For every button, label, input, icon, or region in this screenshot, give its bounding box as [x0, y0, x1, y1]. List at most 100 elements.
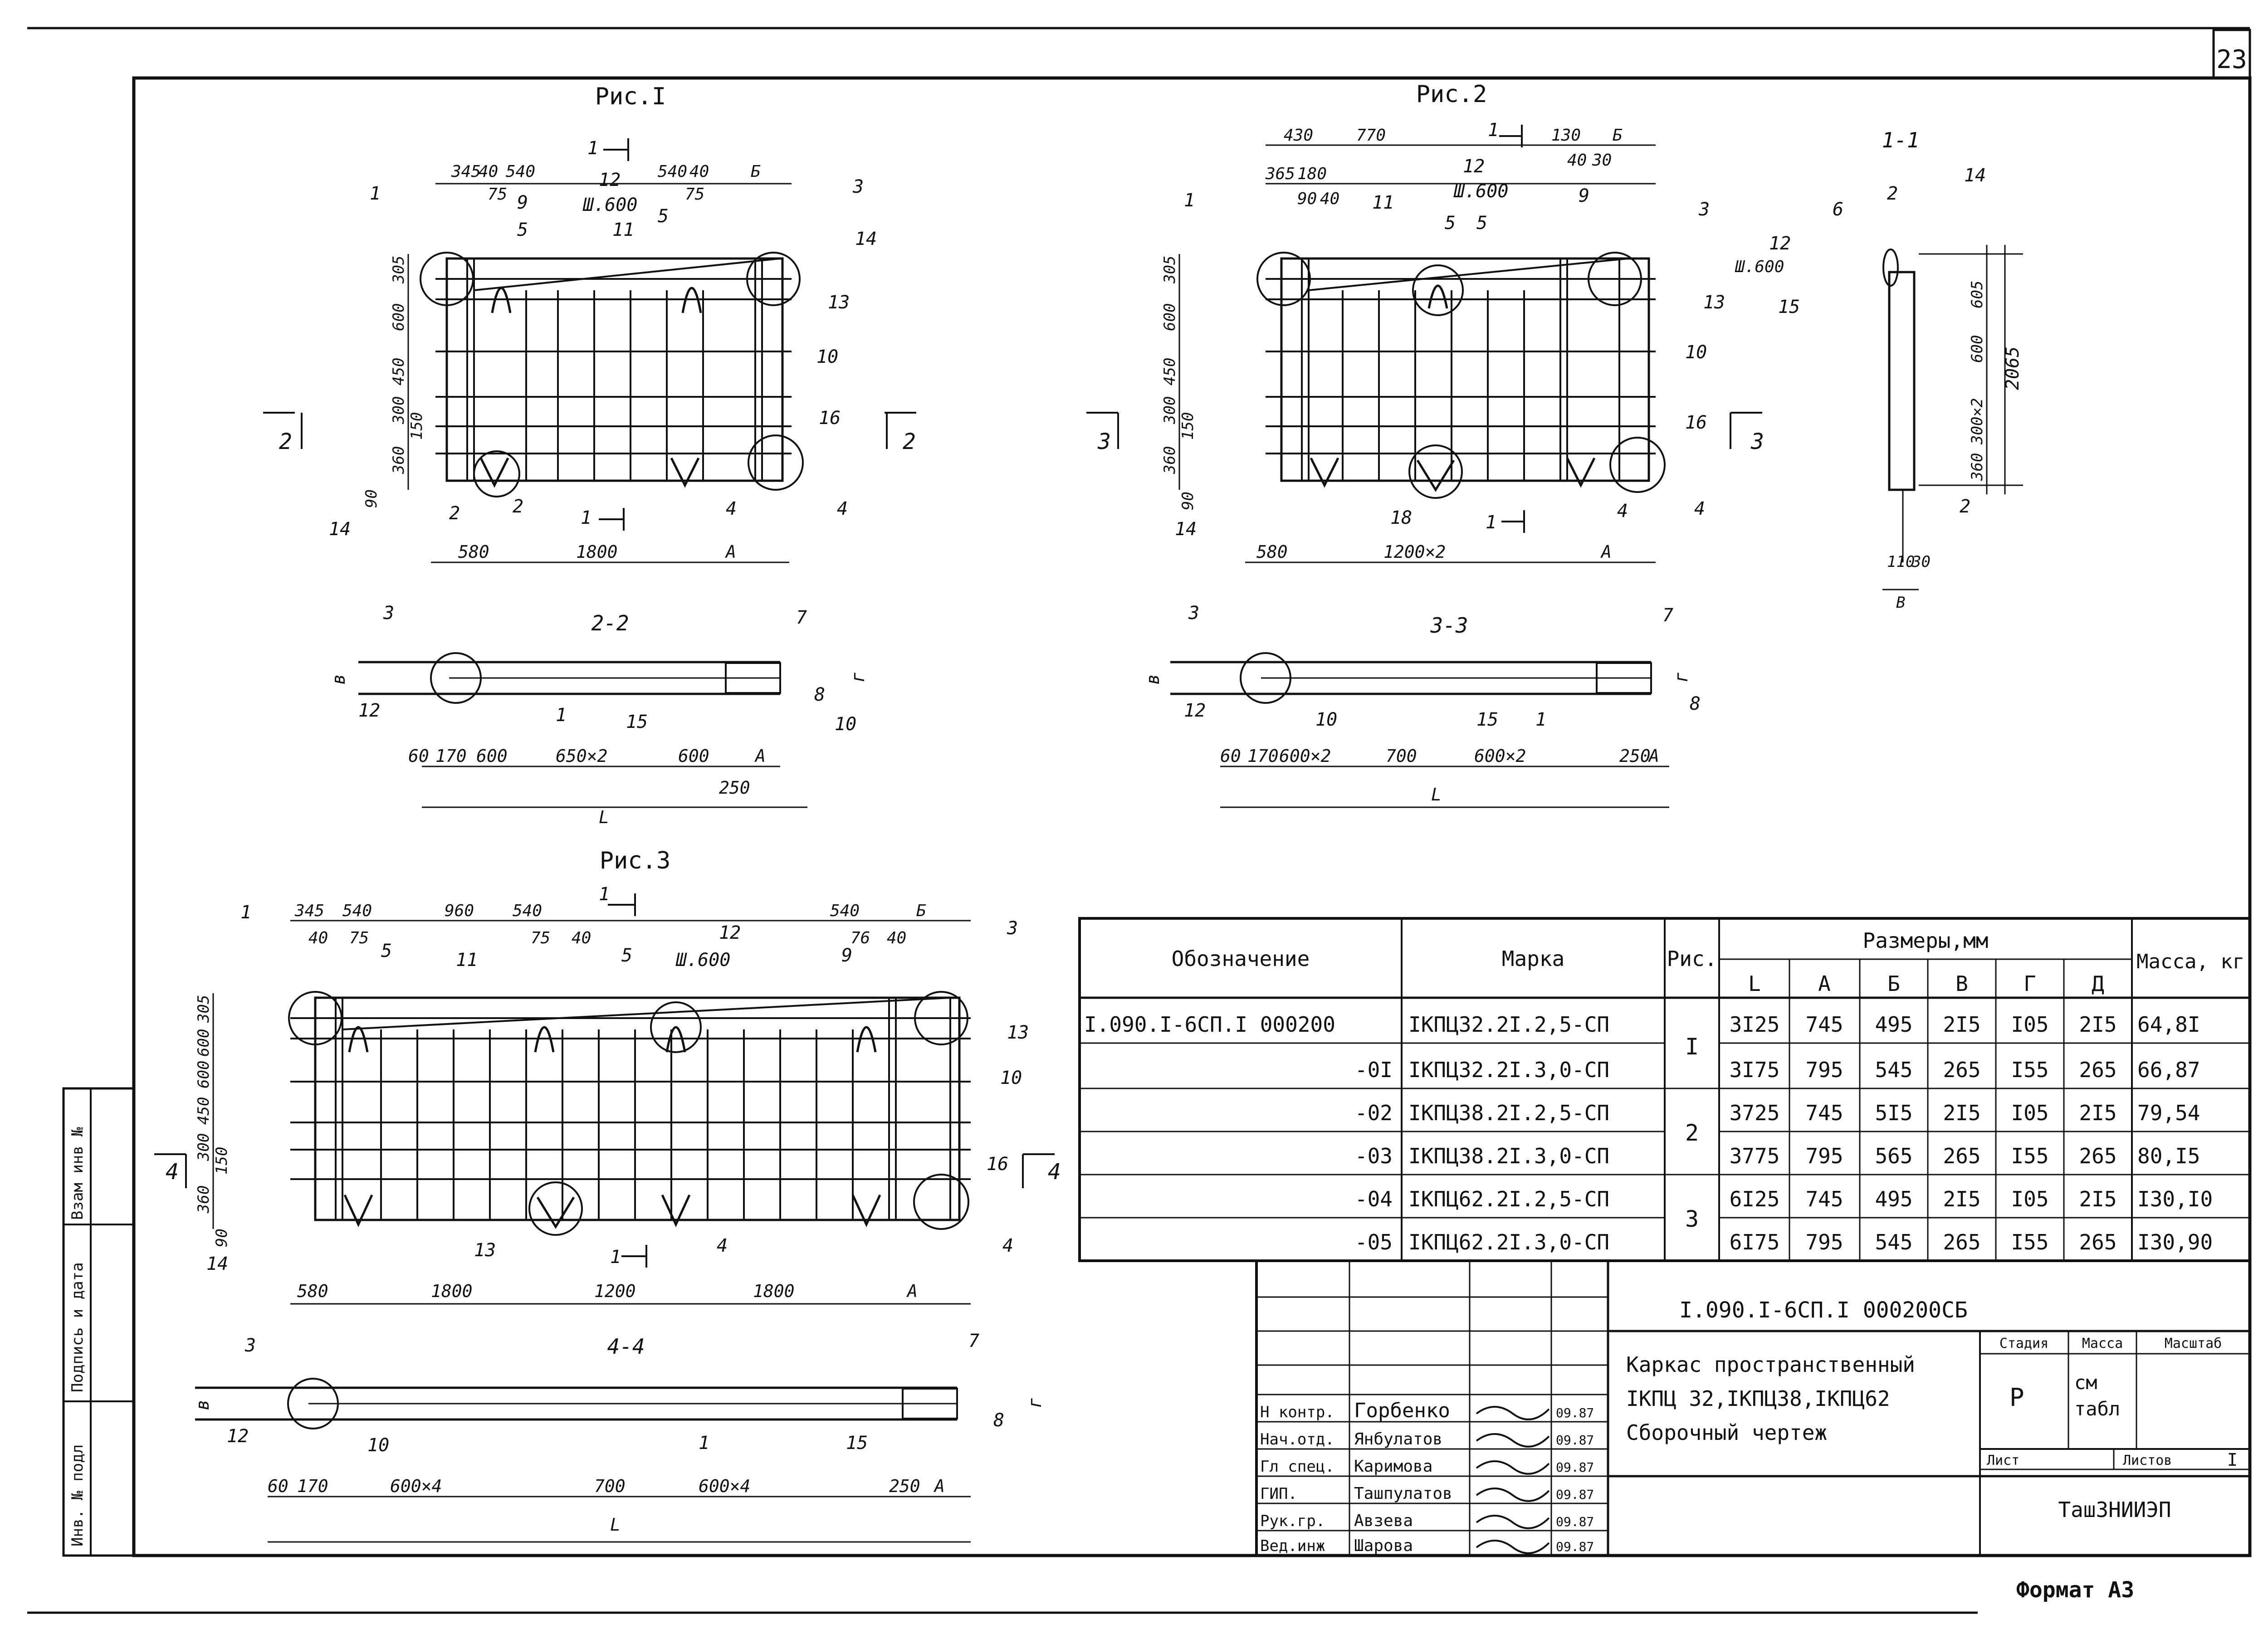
fig2-top-dims: 430 770 130 Б 365 180 90 40 40 30	[1265, 126, 1656, 208]
fig3-cut-top: 1	[599, 884, 610, 905]
spec-row-d: 265	[2079, 1144, 2116, 1168]
signature-date: 09.87	[1556, 1514, 1594, 1529]
fig3-label-10: 10	[1000, 1068, 1022, 1088]
fig2-labels: 1 11 12 Ш.600 5 5 9 3 13 10 16 4 4 18 14…	[1097, 120, 1764, 540]
spec-row-g: I05	[2011, 1187, 2048, 1211]
spec-row-d: 2I5	[2079, 1101, 2116, 1125]
fig2-label-2: 11	[1372, 192, 1394, 213]
signature-date: 09.87	[1556, 1539, 1594, 1554]
fig1-dim-top-8: 75	[685, 185, 704, 204]
fig1-label-13: 4	[837, 498, 848, 519]
signature-name: Горбенко	[1354, 1399, 1450, 1422]
fig3-labels: 1 5 11 5 12 Ш.600 9 3 13 10 16 4 4 13 14…	[166, 884, 1061, 1274]
spec-row-d: 265	[2079, 1058, 2116, 1082]
fig1-label-10: 13	[828, 292, 850, 313]
fig2-sec-dim-8: L	[1431, 785, 1442, 805]
spec-row-v: 2I5	[1943, 1187, 1980, 1211]
signature-role: ГИП.	[1260, 1485, 1297, 1503]
spec-row-mass: 64,8I	[2137, 1012, 2200, 1037]
spec-sub-G: Г	[2024, 971, 2036, 996]
signature-scribble	[1476, 1540, 1550, 1554]
signature-scribble	[1476, 1433, 1550, 1448]
fig3-side-cut-right: 4	[1048, 1159, 1061, 1185]
spec-row-mass: I30,I0	[2137, 1187, 2213, 1211]
fig1-sec-label-1: 3	[383, 603, 394, 624]
spec-row-v: 265	[1943, 1144, 1980, 1168]
title-block: I.090.I-6СП.I 000200СБ Каркас пространст…	[1255, 1259, 2251, 1557]
fig2-sec-label-3: 10	[1315, 709, 1337, 730]
spec-header-mark: Марка	[1502, 946, 1564, 971]
drawing-name-line-1: Каркас пространственный	[1626, 1352, 1915, 1377]
spec-row-v: 265	[1943, 1058, 1980, 1082]
fig1-dim-top-3: 540	[506, 162, 535, 181]
fig2-sec-label-7: 8	[1690, 693, 1701, 714]
side-stamp-signature: Подпись и дата	[68, 1262, 87, 1392]
fig2-sec-label-4: 15	[1476, 709, 1498, 730]
fig2-dim-top-1: 430	[1284, 126, 1313, 145]
fig2-dim-top-2: 770	[1356, 126, 1386, 145]
scale-label: Масштаб	[2165, 1336, 2222, 1351]
spec-row-b: 545	[1875, 1058, 1912, 1082]
sec11-label-4: 12	[1769, 233, 1791, 254]
signature-scribble	[1476, 1460, 1550, 1475]
fig1-sec-label-8: в	[328, 674, 349, 685]
fig1-dim-top-4: 540	[658, 162, 687, 181]
fig1-sec-dim-6: А	[754, 746, 766, 766]
fig1-dim-top-5: 40	[689, 162, 709, 181]
signature-date: 09.87	[1556, 1487, 1594, 1502]
fig1-section-title: 2-2	[591, 611, 629, 635]
fig1-label-11: 10	[816, 346, 838, 367]
fig1-label-15: 2	[449, 503, 460, 524]
fig1-dim-top-1: 345	[451, 162, 481, 181]
fig1-label-5: 5	[517, 219, 528, 240]
fig3-sec-label-3: 10	[367, 1435, 389, 1456]
fig2-dim-left-6: 360	[1161, 446, 1179, 474]
page-number-box	[2212, 29, 2251, 79]
fig3-dim-top-9: 75	[531, 929, 550, 947]
fig1-label-1: 1	[370, 183, 381, 204]
fig2-dim-left-7: 90	[1179, 492, 1197, 510]
section-1-1: 1-1 6 2 14 12 Ш.600 15 2 605 600 300×2 3…	[1735, 128, 2023, 612]
spec-row-designation: -03	[1355, 1144, 1393, 1168]
fig2-bottom-dims: 580 1200×2 А	[1245, 542, 1656, 563]
fig3-dim-bottom-2: 1800	[431, 1281, 473, 1301]
fig3-sec-label-5: 15	[846, 1433, 868, 1454]
sec11-dim-3: 300×2	[1968, 398, 1986, 445]
fig2-cut-bottom: 1	[1486, 512, 1496, 533]
sec11-title: 1-1	[1882, 128, 1919, 152]
spec-row-v: 265	[1943, 1230, 1980, 1254]
fig3-cut-bottom: 1	[610, 1247, 621, 1268]
sec11-dim-7: 30	[1911, 553, 1931, 571]
spec-row-g: I55	[2011, 1058, 2048, 1082]
fig3-dim-top-8: 75	[349, 929, 369, 947]
fig2-dim-top-6: 180	[1297, 165, 1327, 183]
spec-row-a: 745	[1805, 1012, 1843, 1037]
fig2-sec-dim-1: 60	[1220, 746, 1241, 766]
sec11-dim-2: 600	[1968, 335, 1986, 363]
fig2-label-8: 3	[1698, 199, 1710, 220]
format-label: Формат А3	[2016, 1577, 2134, 1603]
fig3-dim-left-8: 90	[213, 1229, 231, 1247]
signature-scribble	[1476, 1488, 1550, 1502]
fig3-dim-top-1: 345	[294, 902, 324, 920]
fig2-dim-top-7: 90	[1297, 190, 1317, 208]
fig1-sec-dim-3: 600	[476, 746, 508, 766]
spec-sub-A: А	[1818, 971, 1831, 996]
fig3-sec-dim-1: 60	[268, 1476, 288, 1496]
spec-row-mass: 80,I5	[2137, 1144, 2200, 1168]
fig3-dim-top-2: 540	[342, 902, 372, 920]
fig1-left-dims: 305 600 450 300 150 360 90	[362, 254, 426, 508]
fig1-dim-bottom-3: А	[725, 542, 736, 562]
fig3-section: 4-4 3 12 10 1 15 7 8 в г 60 170 60	[192, 1331, 1046, 1543]
fig2-sec-dim-5: 600×2	[1474, 746, 1526, 766]
fig1-dim-left-2: 600	[390, 303, 408, 331]
fig3-dim-left-7: 360	[195, 1185, 213, 1214]
fig1-dim-top-7: 75	[488, 185, 507, 204]
fig3-sec-dim-6: 250	[889, 1476, 920, 1496]
fig2-dim-bottom-1: 580	[1256, 542, 1288, 562]
fig2-side-cut-right: 3	[1750, 429, 1764, 454]
signature-scribble	[1476, 1406, 1550, 1420]
